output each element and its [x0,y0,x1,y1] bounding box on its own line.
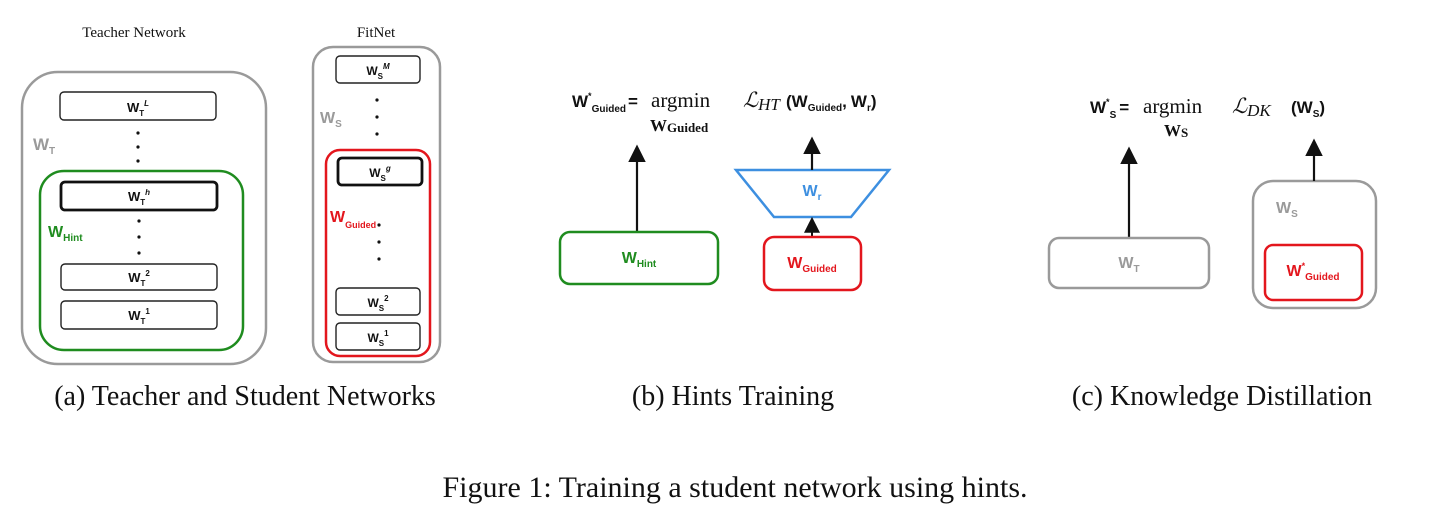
hint-box [558,230,720,286]
fitnet-container [311,45,442,364]
teacher-layer-top-label: WTL [127,99,149,118]
kd-equation-loss: ℒDK [1232,94,1272,120]
student-layer-top-label: WSM [366,62,390,81]
panel-c: W*S= argmin WS ℒDK (WS) WT WS W*Guided (… [1047,94,1378,412]
kd-equation-argmin-subscript: WS [1164,121,1188,140]
panel-b: W*Guided= argmin WGuided ℒHT (WGuided,Wr… [558,88,892,412]
teacher-layer-first [60,300,218,330]
panel-a-caption: (a) Teacher and Student Networks [54,381,436,412]
teacher-box [1047,236,1211,290]
regressor-trapezoid [733,168,892,219]
hints-equation-loss: ℒHT [743,88,781,114]
panel-c-caption: (c) Knowledge Distillation [1072,381,1372,412]
student-layer-top [335,55,421,84]
teacher-layer-second-label: WT2 [128,269,150,288]
kd-guided-box [1263,243,1364,302]
hints-equation-args: (WGuided,Wr) [786,92,877,114]
teacher-layer-top [59,91,217,121]
hints-equation-lhs: W*Guided= [572,91,638,115]
panel-b-caption: (b) Hints Training [632,381,834,412]
panel-a: Teacher Network FitNet WT WTL WHint WTh … [20,25,442,412]
teacher-layer-hint-label: WTh [128,188,150,207]
student-layer-guided-label: WSg [369,164,391,183]
teacher-network-title: Teacher Network [82,25,186,41]
student-layer-second-label: WS2 [367,294,389,313]
hint-weights-label: WHint [48,224,83,244]
student-ellipsis-lower [377,223,381,261]
kd-guided-box-label: W*Guided [1286,261,1339,283]
teacher-box-label: WT [1118,255,1139,275]
student-layer-guided [336,156,424,187]
fitnet-weights-label: WS [320,110,342,130]
hints-equation-argmin: argmin [651,88,711,112]
student-ellipsis-upper [375,98,379,136]
teacher-layer-first-label: WT1 [128,307,150,326]
kd-equation-argmin: argmin [1143,94,1203,118]
kd-equation-args: (WS) [1291,98,1325,120]
teacher-ellipsis-lower [137,219,141,255]
hint-container [38,169,245,352]
student-layer-second [335,287,421,316]
teacher-layer-hint [59,180,219,212]
regressor-label: Wr [802,183,821,203]
guided-box [762,235,863,292]
student-weights-label: WS [1276,200,1298,220]
guided-weights-label: WGuided [330,209,376,230]
figure-caption: Figure 1: Training a student network usi… [443,471,1028,504]
fitnet-title: FitNet [357,25,396,41]
teacher-layer-second [60,263,218,291]
guided-container [324,148,432,358]
student-layer-first-label: WS1 [367,329,389,348]
teacher-weights-label: WT [33,135,55,157]
kd-equation-lhs: W*S= [1090,97,1129,121]
student-layer-first [335,322,421,351]
teacher-ellipsis-upper [136,131,140,163]
teacher-network-container [20,70,268,366]
hints-equation-argmin-subscript: WGuided [650,116,709,135]
guided-box-label: WGuided [787,255,837,275]
hint-box-label: WHint [622,250,657,270]
